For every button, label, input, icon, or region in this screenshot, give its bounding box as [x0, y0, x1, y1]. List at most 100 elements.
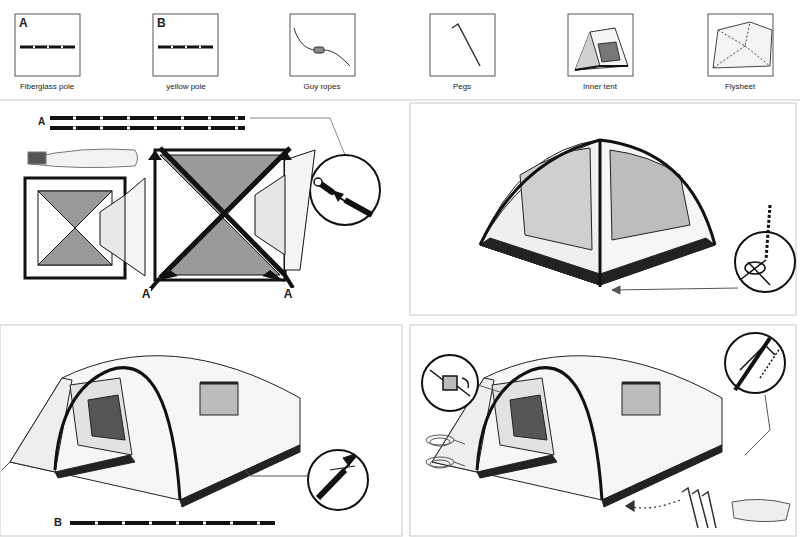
guy-rope-coil: [430, 460, 450, 468]
buckle-detail: [430, 370, 470, 396]
fly-pole: [55, 368, 180, 500]
fly-pole: [55, 368, 180, 500]
pole-a: [50, 126, 245, 130]
pole-ferrule-detail: [314, 178, 322, 186]
leader-line: [478, 385, 770, 455]
pole-a: [50, 118, 245, 128]
pole-joint: [61, 46, 63, 48]
dome-tent: [480, 140, 715, 285]
fly-tent: [622, 383, 660, 415]
dotted-arrow: [628, 500, 680, 508]
tent-with-poles: [285, 275, 293, 288]
guy-rope-icon: [314, 47, 324, 53]
part-icon-box: [15, 14, 80, 76]
tent-bag: [28, 149, 138, 168]
pole-joint: [171, 46, 173, 48]
pole-joint: [33, 46, 35, 48]
dotted-arrow: [626, 501, 634, 511]
pole-letter: A: [141, 288, 152, 301]
part-caption: Flysheet: [724, 83, 756, 92]
pole-letter: A: [18, 17, 29, 30]
detail-circle: [735, 232, 795, 292]
pole-letter: A: [283, 288, 294, 301]
flysheet-icon: [713, 22, 772, 68]
guy-rope-coil: [430, 438, 450, 446]
guy-rope-icon: [294, 28, 350, 66]
guy-rope-coil: [426, 435, 454, 445]
leader-arrow: [612, 286, 738, 294]
detail-circle: [422, 333, 785, 411]
pole-icon: [158, 46, 213, 49]
flat-tent: [25, 178, 125, 278]
guy-rope-line: [2, 462, 10, 470]
fly-tent: [200, 382, 238, 385]
fly-tent: [88, 395, 125, 440]
flat-tent: [125, 178, 145, 276]
pole-joint: [199, 46, 201, 48]
pole-joint: [122, 522, 125, 525]
part-icon-box: [15, 14, 773, 76]
leader-line: [245, 470, 308, 476]
detail-circle: [725, 333, 785, 393]
guy-rope-icon: [324, 50, 350, 66]
tent-with-poles: [160, 148, 285, 275]
pole-ferrule-detail: [345, 200, 372, 215]
pole-tip-ring-detail: [740, 260, 770, 285]
flysheet-icon: [713, 22, 770, 68]
buckle-detail: [462, 378, 468, 388]
fly-tent: [477, 455, 557, 478]
detail-circle: [308, 450, 368, 510]
pole-letter: A: [37, 116, 46, 127]
pole-joint: [73, 117, 238, 130]
inner-tent-icon: [598, 42, 620, 62]
peg-set: [702, 492, 716, 528]
tent-with-poles: [148, 148, 315, 292]
pole-letter: B: [156, 17, 167, 30]
leader-arrow: [612, 286, 620, 294]
pole-joint: [203, 522, 206, 525]
fly-pole: [477, 368, 602, 500]
dotted-arrow: [626, 500, 680, 511]
detail-circle: [310, 155, 380, 225]
pole-joint: [149, 522, 152, 525]
pole-joint: [181, 117, 184, 120]
fly-tent: [10, 356, 300, 500]
part-caption: Guy ropes: [303, 83, 342, 92]
pole-joint: [154, 117, 157, 120]
inner-tent-icon: [575, 28, 628, 70]
pole-icon: [20, 46, 213, 49]
pole-joint: [185, 46, 187, 48]
peg-set: [682, 488, 716, 528]
pole-tip-ring-detail: [766, 205, 770, 260]
pole-fly-detail: [760, 348, 780, 378]
part-caption: Pegs: [452, 83, 472, 92]
pole-tip-ring-detail: [740, 205, 770, 285]
leader-line: [478, 385, 500, 392]
tent-with-poles: [148, 150, 292, 282]
part-icon-box: [430, 14, 495, 76]
pole-joint: [73, 127, 76, 130]
tent-with-poles: [160, 148, 290, 278]
fly-tent: [55, 455, 135, 478]
part-icon-box: [568, 14, 633, 76]
guy-rope-coil: [454, 440, 465, 466]
part-caption: Inner tent: [582, 83, 618, 92]
detail-circle: [422, 355, 478, 411]
pole-letter: B: [53, 516, 63, 528]
dome-pole: [480, 140, 715, 287]
pole-ferrule-detail: [340, 198, 356, 208]
pole-a: [50, 116, 245, 120]
sleeve-detail: [343, 454, 355, 466]
panel-frame: [410, 103, 796, 315]
pole-joint: [181, 127, 184, 130]
dome-tent: [520, 148, 592, 250]
part-caption: Fiberglass pole: [19, 83, 75, 92]
pole-joint: [100, 117, 103, 120]
guy-rope-icon: [294, 28, 316, 50]
dome-pole: [480, 140, 715, 245]
leader-line: [245, 470, 308, 476]
flysheet-icon: [713, 22, 772, 68]
peg-bag: [732, 499, 790, 521]
pole-fly-detail: [740, 345, 775, 370]
